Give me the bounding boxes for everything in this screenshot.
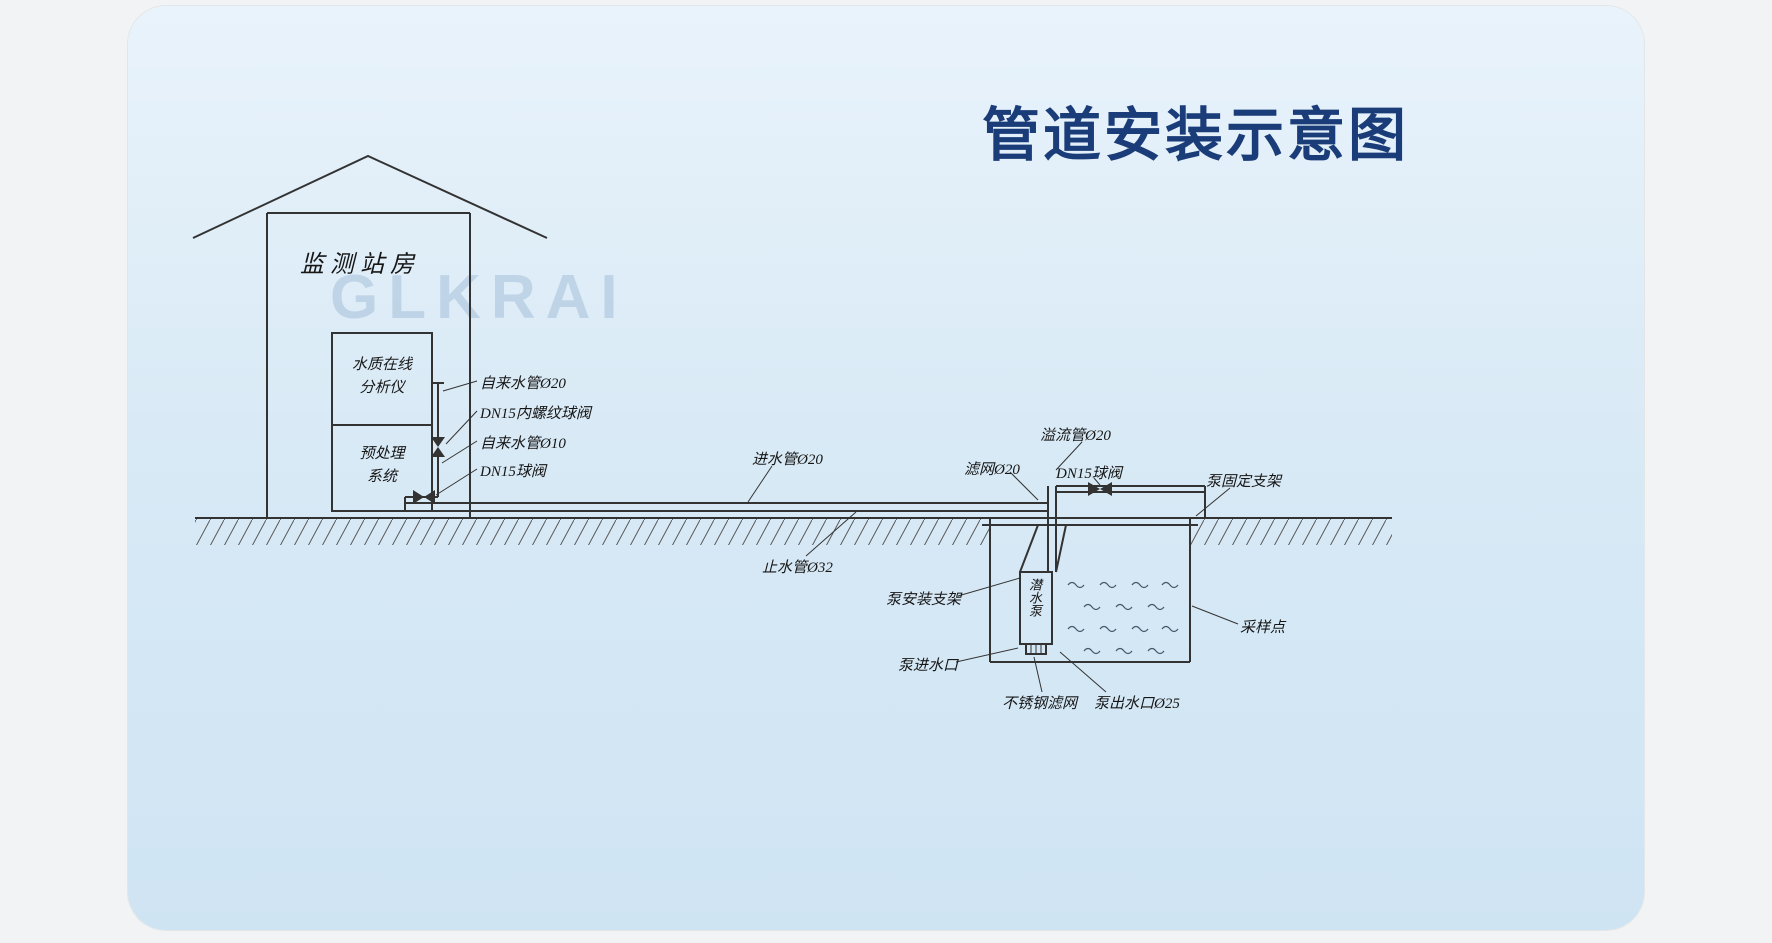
water-symbols <box>1067 581 1179 655</box>
label-stop-pipe-32: 止水管Ø32 <box>762 560 833 576</box>
label-dn15-threaded-valve: DN15内螺纹球阀 <box>480 406 591 422</box>
page-title: 管道安装示意图 <box>982 103 1410 168</box>
label-dn15-valve-2: DN15球阀 <box>1056 466 1122 482</box>
label-dn15-valve: DN15球阀 <box>480 464 546 480</box>
label-pump-inlet: 泵进水口 <box>898 658 959 674</box>
watermark-logo: GLKRAI <box>330 263 628 332</box>
dn15-valve-2-symbol <box>1088 482 1112 496</box>
label-pump-fixing-bracket: 泵固定支架 <box>1206 474 1282 490</box>
pretreatment-label: 预处理 系统 <box>359 446 405 486</box>
riser-and-overflow-pipe <box>1047 485 1206 572</box>
label-tap-pipe-20: 自来水管Ø20 <box>480 376 566 392</box>
analyzer-label: 水质在线 分析仪 <box>351 357 412 397</box>
inlet-pipe <box>405 502 1048 512</box>
label-pump-outlet-25: 泵出水口Ø25 <box>1094 696 1180 712</box>
label-stainless-strainer: 不锈钢滤网 <box>1002 696 1078 712</box>
dn15-threaded-valve-symbol <box>431 437 445 457</box>
dn15-valve-symbol <box>413 490 435 504</box>
house-name-label: 监测站房 <box>300 252 420 278</box>
ground-hatch <box>195 519 1392 545</box>
label-inlet-pipe-20: 进水管Ø20 <box>752 452 823 468</box>
label-submersible-pump: 潜水泵 <box>1027 578 1042 617</box>
leader-lines <box>435 380 1239 693</box>
equipment-cabinet <box>331 332 433 512</box>
roof <box>192 154 548 239</box>
label-pump-mount-bracket: 泵安装支架 <box>886 592 962 608</box>
sampling-pit <box>982 517 1198 663</box>
label-sampling-point: 采样点 <box>1240 620 1286 636</box>
label-tap-pipe-10: 自来水管Ø10 <box>480 436 566 452</box>
label-overflow-pipe-20: 溢流管Ø20 <box>1040 428 1111 444</box>
house-outline <box>192 154 548 518</box>
diagram-card <box>128 6 1644 930</box>
submersible-pump-body <box>1019 524 1067 655</box>
label-strainer-20: 滤网Ø20 <box>964 462 1020 478</box>
